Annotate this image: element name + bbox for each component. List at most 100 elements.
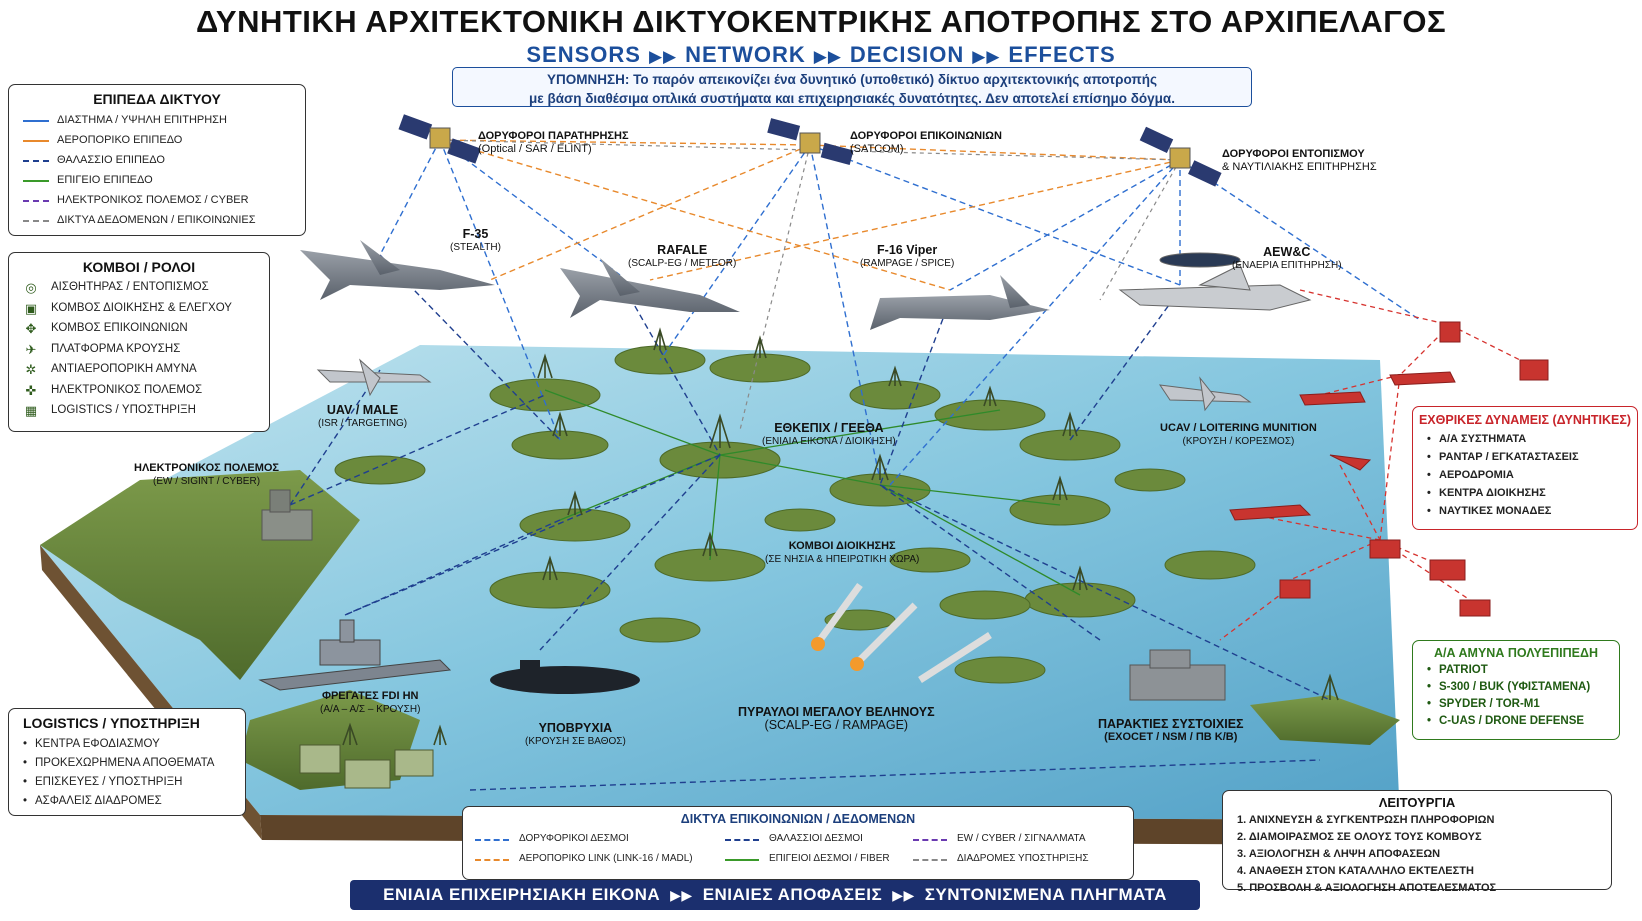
- subtitle-flow: SENSORS▶▶NETWORK▶▶DECISION▶▶EFFECTS: [0, 42, 1642, 68]
- functions-rows: 1. ΑΝΙΧΝΕΥΣΗ & ΣΥΓΚΕΝΤΡΩΣΗ ΠΛΗΡΟΦΟΡΙΩΝ 2.…: [1223, 812, 1611, 897]
- note-line-1: ΥΠΟΜΝΗΣΗ: Το παρόν απεικονίζει ένα δυνητ…: [546, 72, 1158, 87]
- network-levels-legend: ΕΠΙΠΕΔΑ ΔΙΚΤΥΟΥ ΔΙΑΣΤΗΜΑ / ΥΨΗΛΗ ΕΠΙΤΗΡΗ…: [8, 84, 306, 236]
- bullet-icon: •: [1427, 664, 1432, 676]
- island: [939, 590, 1031, 620]
- legend-line-swatch: [913, 859, 947, 861]
- comms-legend-label: EW / CYBER / ΣΙΓΝΑΛΜΑΤΑ: [957, 833, 1086, 844]
- bullet-icon: •: [23, 757, 28, 769]
- legend-line-swatch: [475, 859, 509, 861]
- label-coastal: ΠΑΡΑΚΤΙΕΣ ΣΥΣΤΟΙΧΙΕΣ (EXOCET / NSM / ΠΒ …: [1098, 717, 1244, 744]
- islands: [334, 345, 1256, 684]
- legend-item-label: ΗΛΕΚΤΡΟΝΙΚΟΣ ΠΟΛΕΜΟΣ / CYBER: [57, 194, 249, 206]
- comms-legend-item: EW / CYBER / ΣΙΓΝΑΛΜΑΤΑ: [913, 830, 1123, 850]
- comms-legend-item: ΕΠΙΓΕΙΟΙ ΔΕΣΜΟΙ / FIBER: [725, 850, 935, 870]
- comms-node-icon: ✥: [25, 321, 37, 336]
- node-role-item: ▣ ΚΟΜΒΟΣ ΔΙΟΙΚΗΣΗΣ & ΕΛΕΓΧΟΥ: [9, 299, 269, 320]
- node-role-label: ΚΟΜΒΟΣ ΔΙΟΙΚΗΣΗΣ & ΕΛΕΓΧΟΥ: [51, 301, 232, 314]
- legend-item: ΔΙΑΣΤΗΜΑ / ΥΨΗΛΗ ΕΠΙΤΗΡΗΣΗ: [9, 111, 305, 131]
- bullet-icon: •: [1427, 681, 1432, 693]
- enemy-force-item: •ΝΑΥΤΙΚΕΣ ΜΟΝΑΔΕΣ: [1413, 502, 1637, 520]
- label-hq: ΕΘΚΕΠΙΧ / ΓΕΕΘΑ (ΕΝΙΑΙΑ ΕΙΚΟΝΑ / ΔΙΟΙΚΗΣ…: [762, 421, 896, 448]
- label-frigates: ΦΡΕΓΑΤΕΣ FDI HN (Α/Α – Α/Σ – ΚΡΟΥΣΗ): [320, 690, 421, 715]
- label-ucav: UCAV / LOITERING MUNITION (ΚΡΟΥΣΗ / ΚΟΡΕ…: [1160, 422, 1317, 447]
- legend-item-label: ΔΙΑΣΤΗΜΑ / ΥΨΗΛΗ ΕΠΙΤΗΡΗΣΗ: [57, 114, 227, 126]
- function-step: 3. ΑΞΙΟΛΟΓΗΣΗ & ΛΗΨΗ ΑΠΟΦΑΣΕΩΝ: [1237, 848, 1441, 860]
- function-step: 4. ΑΝΑΘΕΣΗ ΣΤΟΝ ΚΑΤΑΛΛΗΛΟ ΕΚΤΕΛΕΣΤΗ: [1237, 865, 1474, 877]
- nodes-roles-legend: ΚΟΜΒΟΙ / ΡΟΛΟΙ ◎ ΑΙΣΘΗΤΗΡΑΣ / ΕΝΤΟΠΙΣΜΟΣ ▣…: [8, 252, 270, 432]
- node-role-label: ΚΟΜΒΟΣ ΕΠΙΚΟΙΝΩΝΙΩΝ: [51, 322, 188, 334]
- label-f35: F-35 (STEALTH): [450, 227, 501, 254]
- node-role-label: ΑΝΤΙΑΕΡΟΠΟΡΙΚΗ ΑΜΥΝΑ: [51, 363, 197, 375]
- label-ew: ΗΛΕΚΤΡΟΝΙΚΟΣ ΠΟΛΕΜΟΣ (EW / SIGINT / CYBE…: [134, 462, 280, 487]
- footer-step-3: ΣΥΝΤΟΝΙΣΜΕΝΑ ΠΛΗΓΜΑΤΑ: [924, 885, 1167, 904]
- sensor-icon: ◎: [25, 280, 37, 295]
- jet-f16: [870, 275, 1050, 330]
- air-defense-item: •SPYDER / TOR-M1: [1413, 696, 1619, 713]
- island: [334, 455, 426, 485]
- node-role-item: ✥ ΚΟΜΒΟΣ ΕΠΙΚΟΙΝΩΝΙΩΝ: [9, 319, 269, 340]
- satellite-observation: [398, 114, 481, 164]
- naval-links: [289, 254, 1331, 791]
- island: [619, 617, 701, 643]
- bullet-icon: •: [23, 776, 28, 788]
- submarine: [490, 660, 640, 694]
- air-defense-item: •PATRIOT: [1413, 662, 1619, 679]
- logistics-item: •ΑΣΦΑΛΕΙΣ ΔΙΑΔΡΟΜΕΣ: [9, 792, 245, 811]
- legend-line-swatch: [23, 160, 49, 162]
- label-command-nodes: ΚΟΜΒΟΙ ΔΙΟΙΚΗΣΗΣ (ΣΕ ΝΗΣΙΑ & ΗΠΕΙΡΩΤΙΚΗ …: [765, 540, 920, 565]
- legend-line-swatch: [913, 839, 947, 841]
- step-network: NETWORK: [685, 42, 806, 67]
- satellite-tracking: [1139, 126, 1222, 187]
- label-submarines: ΥΠΟΒΡΥΧΙΑ (ΚΡΟΥΣΗ ΣΕ ΒΑΘΟΣ): [525, 721, 626, 748]
- east-island: [1250, 695, 1400, 745]
- legend-item-label: ΕΠΙΓΕΙΟ ΕΠΙΠΕΔΟ: [57, 174, 153, 186]
- function-step: 2. ΔΙΑΜΟΙΡΑΣΜΟΣ ΣΕ ΟΛΟΥΣ ΤΟΥΣ ΚΟΜΒΟΥΣ: [1237, 831, 1482, 843]
- label-rafale: RAFALE (SCALP-EG / METEOR): [628, 243, 737, 270]
- function-step: 1. ΑΝΙΧΝΕΥΣΗ & ΣΥΓΚΕΝΤΡΩΣΗ ΠΛΗΡΟΦΟΡΙΩΝ: [1237, 814, 1495, 826]
- enemy-title: ΕΧΘΡΙΚΕΣ ΔΥΝΑΜΕΙΣ (ΔΥΝΗΤΙΚΕΣ): [1418, 413, 1632, 427]
- enemy-forces-panel: ΕΧΘΡΙΚΕΣ ΔΥΝΑΜΕΙΣ (ΔΥΝΗΤΙΚΕΣ) •Α/Α ΣΥΣΤΗ…: [1412, 406, 1638, 530]
- legend-title: ΕΠΙΠΕΔΑ ΔΙΚΤΥΟΥ: [93, 91, 221, 107]
- node-role-item: ✈ΠΛΑΤΦΟΡΜΑ ΚΡΟΥΣΗΣ: [9, 340, 269, 361]
- nodes-title: ΚΟΜΒΟΙ / ΡΟΛΟΙ: [82, 259, 196, 275]
- step-decision: DECISION: [849, 42, 965, 67]
- logistics-title: LOGISTICS / ΥΠΟΣΤΗΡΙΞΗ: [23, 715, 200, 731]
- legend-line-swatch: [23, 200, 49, 202]
- node-role-label: ΑΙΣΘΗΤΗΡΑΣ / ΕΝΤΟΠΙΣΜΟΣ: [51, 281, 209, 293]
- aewc-aircraft: [1118, 252, 1312, 311]
- bullet-icon: •: [1427, 698, 1432, 710]
- comms-towers: [342, 327, 1339, 746]
- nodes-rows: ◎ ΑΙΣΘΗΤΗΡΑΣ / ΕΝΤΟΠΙΣΜΟΣ ▣ ΚΟΜΒΟΣ ΔΙΟΙΚΗΣΗ…: [9, 278, 269, 422]
- air-defense-panel: Α/Α ΑΜΥΝΑ ΠΟΛΥΕΠΙΠΕΔΗ •PATRIOT•S-300 / B…: [1412, 640, 1620, 740]
- legend-line-swatch: [475, 839, 509, 841]
- node-role-item: ▦LOGISTICS / ΥΠΟΣΤΗΡΙΞΗ: [9, 401, 269, 422]
- logistics-item: •ΠΡΟΚΕΧΩΡΗΜΕΝΑ ΑΠΟΘΕΜΑΤΑ: [9, 754, 245, 773]
- ew-station: [261, 489, 313, 541]
- island: [954, 656, 1046, 684]
- island: [889, 547, 971, 573]
- footer-flow-bar: ΕΝΙΑΙΑ ΕΠΙΧΕΙΡΗΣΙΑΚΗ ΕΙΚΟΝΑ▶▶ΕΝΙΑΙΕΣ ΑΠΟ…: [350, 880, 1200, 910]
- air-links: [439, 139, 1181, 291]
- island: [1164, 550, 1256, 580]
- air-defense-icon: ✲: [25, 362, 37, 377]
- command-node-icon: ▣: [24, 300, 38, 316]
- legend-item-label: ΔΙΚΤΥΑ ΔΕΔΟΜΕΝΩΝ / ΕΠΙΚΟΙΝΩΝΙΕΣ: [57, 214, 256, 226]
- function-step: 5. ΠΡΟΣΒΟΛΗ & ΑΞΙΟΛΟΓΗΣΗ ΑΠΟΤΕΛΕΣΜΑΤΟΣ: [1237, 882, 1497, 894]
- legend-item: ΘΑΛΑΣΣΙΟ ΕΠΙΠΕΔΟ: [9, 151, 305, 171]
- uav-male: [316, 358, 432, 397]
- bullet-icon: •: [1427, 469, 1431, 481]
- comms-legend-item: ΑΕΡΟΠΟΡΙΚΟ LINK (LINK-16 / MADL): [475, 850, 693, 870]
- footer-step-2: ΕΝΙΑΙΕΣ ΑΠΟΦΑΣΕΙΣ: [702, 885, 883, 904]
- label-missiles: ΠΥΡΑΥΛΟΙ ΜΕΓΑΛΟΥ ΒΕΛΗΝΟΥΣ (SCALP-EG / RA…: [738, 705, 935, 732]
- enemy-force-item: •ΑΕΡΟΔΡΟΜΙΑ: [1413, 466, 1637, 484]
- comms-legend-label: ΕΠΙΓΕΙΟΙ ΔΕΣΜΟΙ / FIBER: [769, 853, 890, 864]
- label-sat-comms: ΔΟΡΥΦΟΡΟΙ ΕΠΙΚΟΙΝΩΝΙΩΝ (SATCOM): [850, 130, 1002, 155]
- node-role-label: LOGISTICS / ΥΠΟΣΤΗΡΙΞΗ: [51, 404, 196, 416]
- jet-rafale: [560, 258, 740, 318]
- bullet-icon: •: [1427, 505, 1431, 517]
- comms-legend-label: ΔΙΑΔΡΟΜΕΣ ΥΠΟΣΤΗΡΙΞΗΣ: [957, 853, 1089, 864]
- logistics-rows: •ΚΕΝΤΡΑ ΕΦΟΔΙΑΣΜΟΥ•ΠΡΟΚΕΧΩΡΗΜΕΝΑ ΑΠΟΘΕΜΑ…: [9, 735, 245, 811]
- label-f16: F-16 Viper (RAMPAGE / SPICE): [860, 243, 955, 270]
- legend-line-swatch: [23, 120, 49, 122]
- double-chevron-icon: ▶▶: [972, 47, 1001, 66]
